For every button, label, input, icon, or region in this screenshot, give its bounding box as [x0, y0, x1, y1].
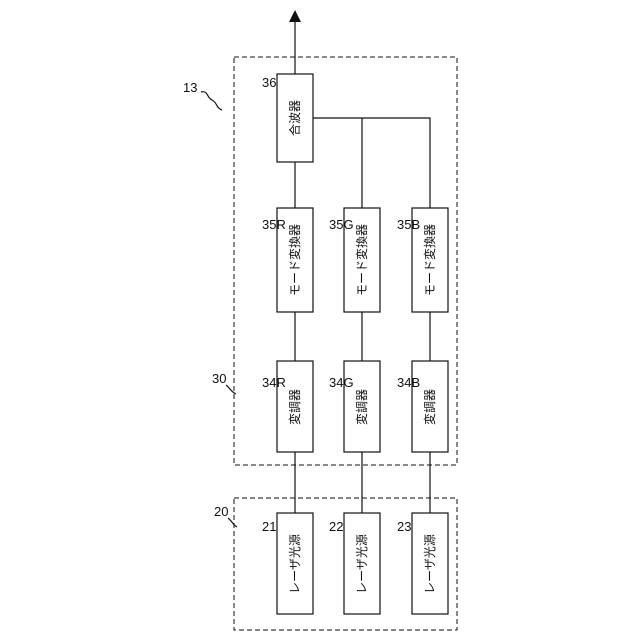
- mode-converter-b-ref: 35B: [397, 217, 420, 232]
- laser-21-ref: 21: [262, 519, 276, 534]
- laser-21-label: レーザ光源: [288, 534, 302, 594]
- mode-converter-g-label: モード変換器: [354, 224, 369, 296]
- mode-converter-g-ref: 35G: [329, 217, 354, 232]
- modulator-g-label: 変調器: [354, 389, 369, 425]
- group-30-ref: 30: [212, 371, 226, 386]
- combiner-label: 合波器: [287, 100, 302, 136]
- mode-converter-b-label: モード変換器: [422, 224, 437, 296]
- laser-23-ref: 23: [397, 519, 411, 534]
- combiner-ref: 36: [262, 75, 276, 90]
- modulator-b-ref: 34B: [397, 375, 420, 390]
- mode-converter-r-label: モード変換器: [287, 224, 302, 296]
- laser-22-label: レーザ光源: [355, 534, 369, 594]
- laser-23-label: レーザ光源: [423, 534, 437, 594]
- modulator-r-ref: 34R: [262, 375, 286, 390]
- modulator-r-label: 変調器: [287, 389, 302, 425]
- group-20-ref: 20: [214, 504, 228, 519]
- device-leader-line: [201, 92, 222, 110]
- output-arrow-icon: [289, 10, 301, 22]
- modulator-g-ref: 34G: [329, 375, 354, 390]
- group-20-leader-line: [228, 518, 237, 527]
- device-ref: 13: [183, 80, 197, 95]
- laser-22-ref: 22: [329, 519, 343, 534]
- branch-b-line: [313, 118, 430, 208]
- mode-converter-r-ref: 35R: [262, 217, 286, 232]
- modulator-b-label: 変調器: [422, 389, 437, 425]
